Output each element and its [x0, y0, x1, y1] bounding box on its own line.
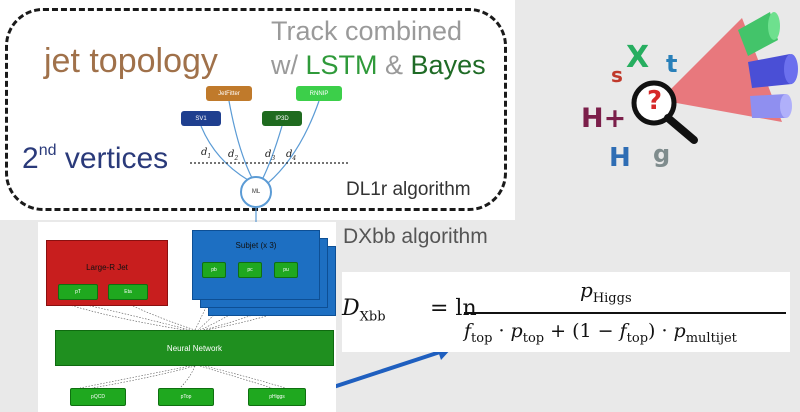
ip3d-node: IP3D: [262, 111, 302, 126]
logo-letter-hplus: H+: [581, 103, 627, 134]
distance-label-3: d3: [265, 149, 276, 162]
logo-letter-x: X: [626, 40, 650, 75]
second-vertices-label: 2nd vertices: [22, 142, 169, 175]
formula-lhs: DXbb: [342, 296, 386, 325]
formula-denominator: ftop · ptop + (1 − ftop) · pmultijet: [464, 320, 737, 346]
subjet-label: Subjet (x 3): [235, 241, 277, 250]
jet-topology-label: jet topology: [44, 42, 218, 80]
large-r-input-pt: pT: [58, 284, 98, 300]
magnifier-handle: [664, 114, 698, 144]
cylinder-green: [738, 12, 780, 56]
subjet-input-pu: pu: [274, 262, 298, 278]
formula-numerator: pHiggs: [580, 278, 632, 306]
lstm-label: LSTM: [305, 50, 378, 80]
distance-label-2: d2: [228, 149, 239, 162]
question-mark: ?: [647, 86, 663, 116]
sv1-node: SV1: [181, 111, 221, 126]
output-ptop: pTop: [158, 388, 214, 406]
dxbb-formula: DXbb = ln pHiggs ftop · ptop + (1 − ftop…: [342, 272, 790, 352]
output-pqcd: pQCD: [70, 388, 126, 406]
formula-ln: = ln: [430, 296, 477, 321]
cylinder-lilac: [750, 94, 792, 118]
large-r-jet-label: Large-R Jet: [86, 263, 128, 272]
distance-label-4: d4: [286, 149, 297, 162]
subjet-input-pc: pc: [238, 262, 262, 278]
large-r-input-eta: Eta: [108, 284, 148, 300]
logo-letter-h: H: [609, 143, 631, 173]
magnifier-lens: [631, 80, 677, 126]
logo-letter-g: g: [653, 140, 671, 168]
logo-letter-s: s: [611, 63, 623, 87]
cylinder-blue: [748, 54, 798, 88]
ml-node: ML: [240, 176, 272, 208]
jetfitter-node: JetFitter: [206, 86, 252, 101]
subjet-input-pb: pb: [202, 262, 226, 278]
neural-network-box: Neural Network: [55, 330, 334, 366]
dl1r-algorithm-label: DL1r algorithm: [346, 179, 471, 200]
logo-letter-t: t: [666, 50, 678, 78]
bayes-label: Bayes: [410, 50, 486, 80]
formula-fraction-bar: [464, 312, 786, 314]
track-combined-label: Track combined: [271, 16, 463, 46]
output-phiggs: pHiggs: [248, 388, 306, 406]
distance-label-1: d1: [201, 147, 212, 160]
track-combined-methods: w/ LSTM & Bayes: [271, 50, 486, 80]
dxbb-algorithm-label: DXbb algorithm: [343, 225, 488, 248]
rnnip-node: RNNIP: [296, 86, 342, 101]
